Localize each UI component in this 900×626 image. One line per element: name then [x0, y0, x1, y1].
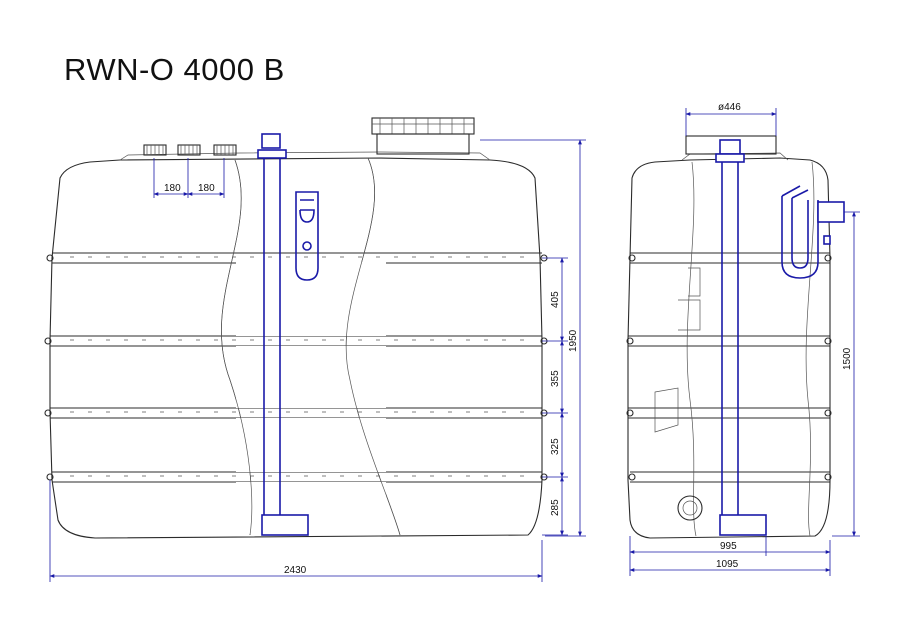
front-tank-outline — [49, 157, 543, 539]
front-length-label: 2430 — [284, 565, 307, 576]
side-view: ø446 1500 995 1095 — [626, 102, 860, 576]
front-top-ports — [143, 144, 237, 156]
rib-gap-bottom-label: 285 — [550, 499, 561, 516]
side-width-label: 1095 — [716, 559, 739, 570]
front-length-dimension: 2430 — [49, 480, 543, 582]
inlet-height-label: 1500 — [842, 347, 853, 370]
port-spacing-dimensions: 180 180 — [153, 158, 225, 198]
manhole-diameter-label: ø446 — [718, 102, 741, 113]
port-spacing-1-label: 180 — [164, 183, 181, 194]
drawing-title: RWN-O 4000 B — [64, 52, 285, 87]
front-view: 180 180 405 355 325 285 1950 2430 — [44, 117, 586, 582]
front-height-dimension: 1950 — [480, 139, 586, 537]
side-width-dimensions: 995 1095 — [629, 536, 831, 576]
port-spacing-2-label: 180 — [198, 183, 215, 194]
rib-gap-top-label: 405 — [550, 291, 561, 308]
side-overflow — [781, 185, 845, 279]
side-tank-outline — [627, 157, 831, 539]
front-drain-pipe — [257, 133, 309, 536]
front-top-plateau — [119, 151, 491, 161]
rib-gap-low-label: 325 — [550, 438, 561, 455]
front-sight-gauge — [295, 191, 319, 281]
side-drain-pipe — [715, 139, 767, 536]
inlet-height-dimension: 1500 — [832, 211, 860, 537]
front-height-label: 1950 — [568, 329, 579, 352]
side-ribs — [626, 252, 832, 483]
inner-width-label: 995 — [720, 541, 737, 552]
front-manhole-lid — [371, 117, 475, 155]
rib-gap-mid-label: 355 — [550, 370, 561, 387]
rib-gap-dimensions: 405 355 325 285 — [542, 257, 568, 536]
manhole-diameter-dimension: ø446 — [685, 102, 777, 136]
